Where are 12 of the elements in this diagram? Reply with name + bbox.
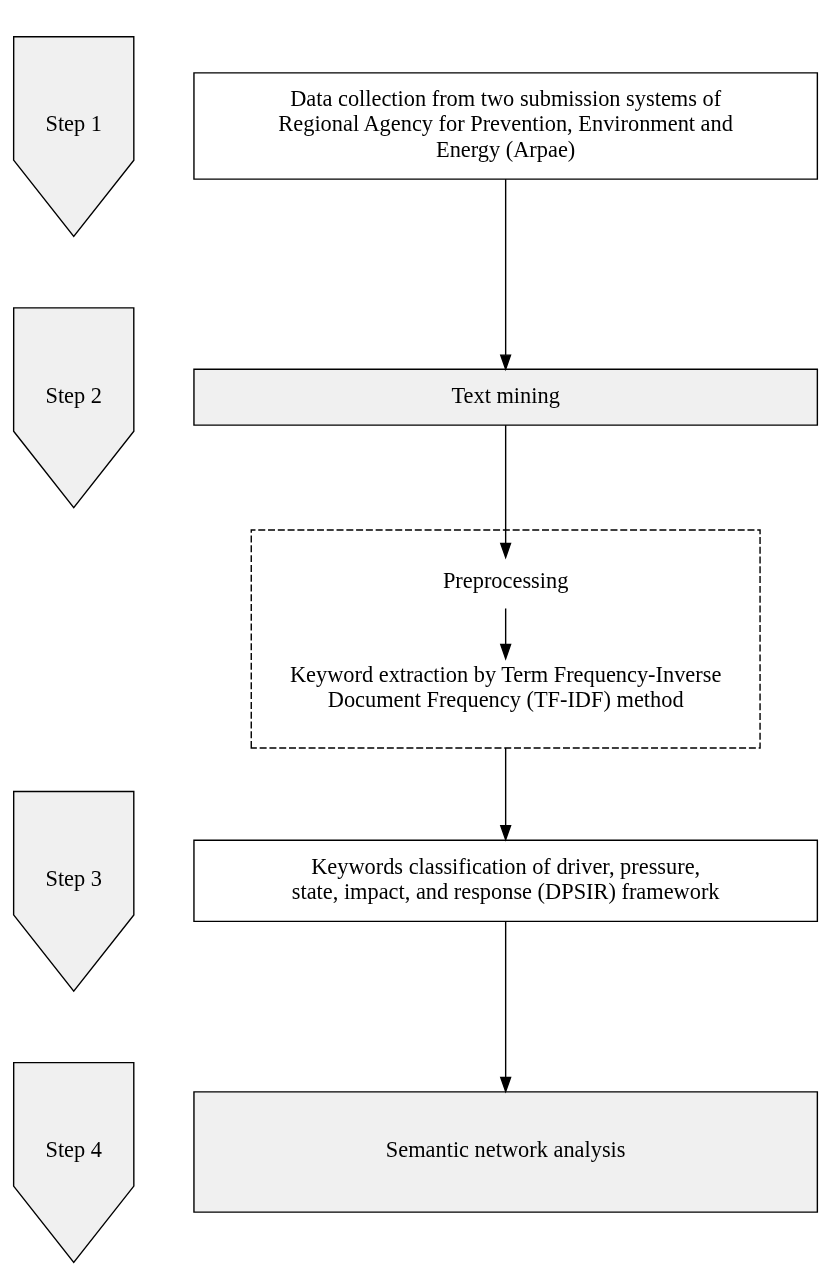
- arrow: [499, 607, 512, 661]
- node-box: Semantic network analysis: [193, 1090, 819, 1213]
- node-box: Keywords classification of driver, pressure, state, impact, and response (DPSIR) framework: [193, 839, 819, 922]
- node-box: Data collection from two submission systems of Regional Agency for Prevention, Environment and Energy (Arpae): [193, 71, 819, 180]
- arrow: [499, 177, 512, 371]
- node-box: Text mining: [193, 368, 819, 426]
- node-text: Preprocessing: [442, 567, 569, 593]
- arrow: [499, 746, 512, 842]
- arrow: [499, 424, 512, 559]
- cluster: [250, 528, 761, 749]
- node-text: Keyword extraction by Term Frequency-Inverse Document Frequency (TF-IDF) method: [289, 661, 722, 712]
- arrow: [499, 920, 512, 1094]
